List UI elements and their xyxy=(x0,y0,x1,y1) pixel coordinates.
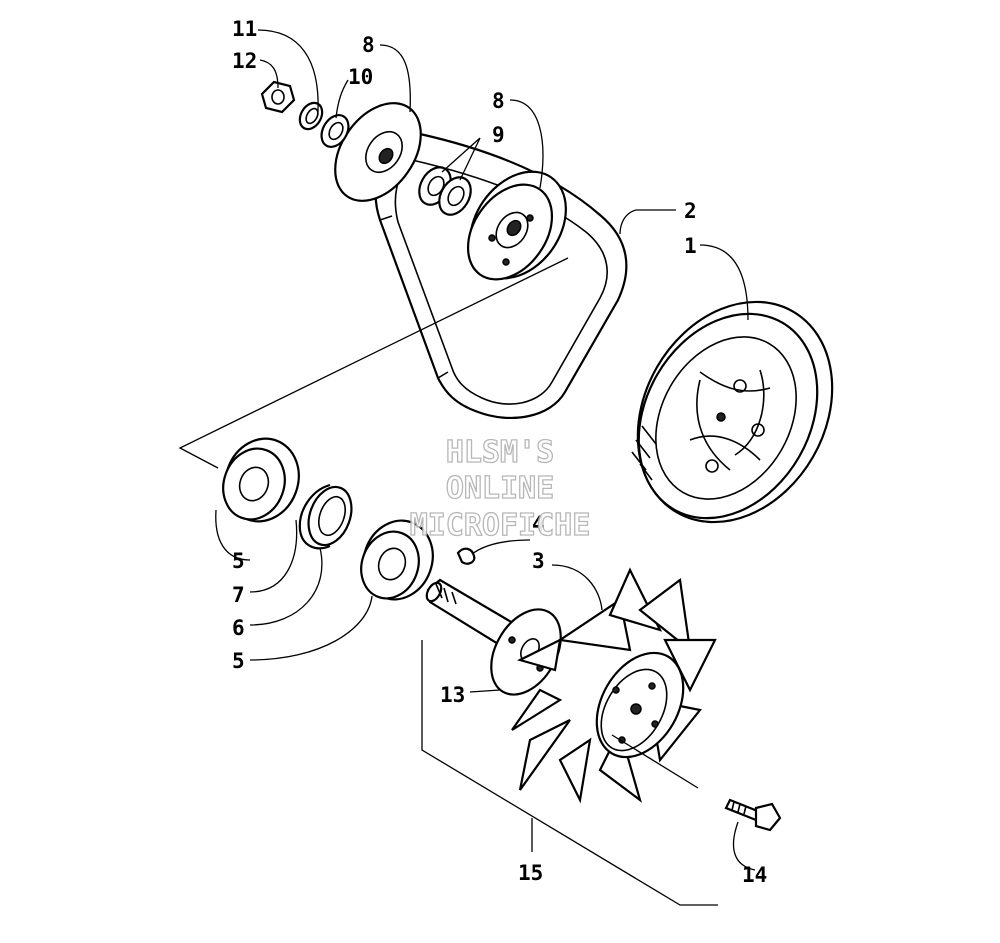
callout-5-upper: 5 xyxy=(232,549,245,573)
watermark: HLSM'S ONLINE MICROFICHE xyxy=(409,434,591,543)
callout-5-lower: 5 xyxy=(232,649,245,673)
callout-2: 2 xyxy=(684,199,697,223)
bearing-upper xyxy=(222,437,300,523)
snap-rings xyxy=(298,483,353,550)
callout-8-rear: 8 xyxy=(362,33,375,57)
callout-4: 4 xyxy=(532,512,545,536)
callout-6: 6 xyxy=(232,616,245,640)
callout-12: 12 xyxy=(232,49,257,73)
callout-11: 11 xyxy=(232,17,257,41)
callout-13: 13 xyxy=(440,683,465,707)
callout-15: 15 xyxy=(518,861,543,885)
nut xyxy=(260,80,296,114)
front-pulley-half xyxy=(466,170,567,281)
callout-10: 10 xyxy=(348,65,373,89)
watermark-line-3: MICROFICHE xyxy=(410,508,591,543)
callout-8-front: 8 xyxy=(492,89,505,113)
callouts: 11 12 8 10 8 9 2 1 4 3 5 7 6 5 13 14 15 xyxy=(232,17,767,887)
driven-pulley xyxy=(631,300,834,524)
watermark-line-2: ONLINE xyxy=(446,471,554,506)
spacer-washers xyxy=(418,166,472,216)
callout-14: 14 xyxy=(742,863,767,887)
bearing-lower xyxy=(360,519,434,601)
callout-9: 9 xyxy=(492,123,505,147)
callout-3: 3 xyxy=(532,549,545,573)
flat-washer xyxy=(320,114,350,148)
watermark-line-1: HLSM'S xyxy=(446,435,554,470)
fan xyxy=(511,567,717,804)
callout-1: 1 xyxy=(684,234,697,258)
leader-lines xyxy=(178,29,756,906)
shaft-hub xyxy=(425,578,562,696)
bolt xyxy=(724,798,782,832)
callout-7: 7 xyxy=(232,583,245,607)
key xyxy=(456,547,476,565)
rear-pulley-half xyxy=(334,102,422,202)
